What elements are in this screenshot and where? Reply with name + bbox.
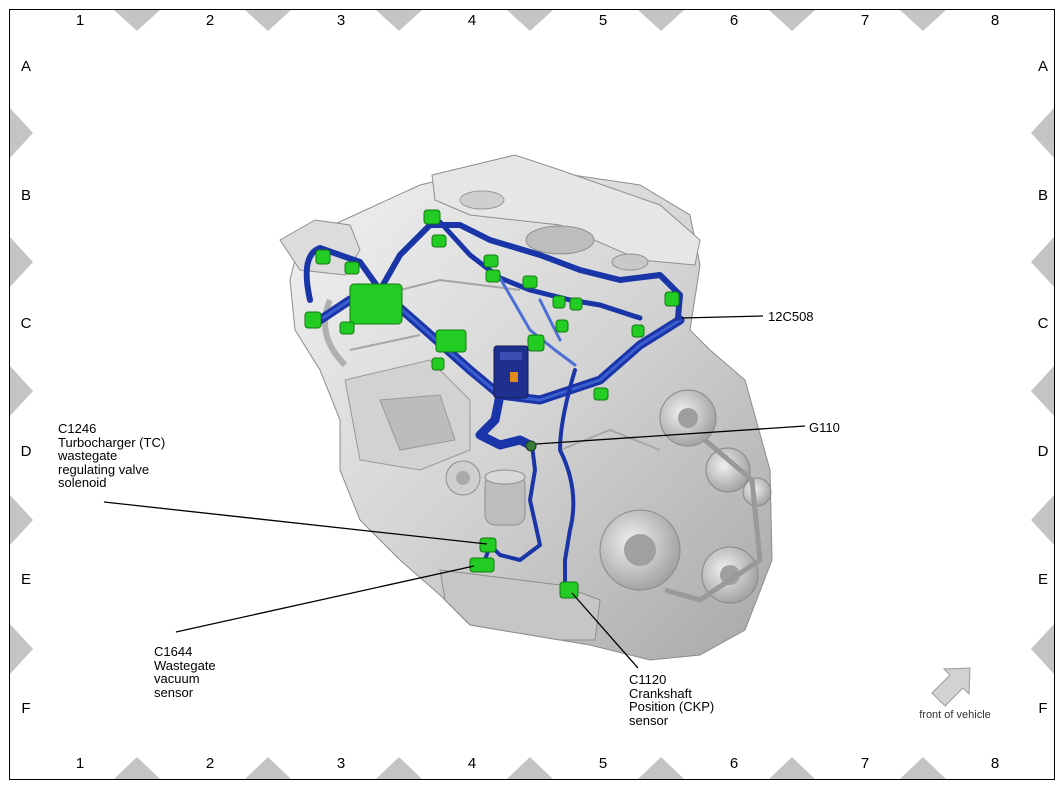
- wiring-harness: [303, 219, 685, 587]
- grid-col-3: 3: [336, 12, 346, 29]
- callout-line: Wastegate: [154, 657, 216, 673]
- callout-line: Crankshaft: [629, 685, 692, 701]
- border-markers: [10, 10, 1054, 779]
- grid-col-7-bottom: 7: [860, 755, 870, 772]
- c1644-connector: [469, 557, 495, 573]
- grid-col-2: 2: [205, 12, 215, 29]
- grid-col-5-bottom: 5: [598, 755, 608, 772]
- callout-line: Turbocharger (TC): [58, 434, 166, 450]
- callout-line: Position (CKP): [629, 699, 715, 714]
- callout-code: C1120: [629, 672, 667, 687]
- grid-row-e-right: E: [1037, 571, 1048, 588]
- callout-code: C1644: [154, 644, 193, 659]
- callout-12c508: 12C508: [768, 310, 814, 324]
- grid-row-b: B: [20, 187, 31, 204]
- arrow-up-right-icon: [931, 667, 971, 707]
- callout-line: sensor: [154, 684, 194, 700]
- grid-col-7: 7: [860, 12, 870, 29]
- grid-col-1: 1: [75, 12, 85, 29]
- grid-col-5: 5: [598, 12, 608, 29]
- c1246-connector: [479, 537, 497, 553]
- grid-col-6-bottom: 6: [729, 755, 739, 772]
- grid-row-e: E: [20, 571, 31, 588]
- ecm-connector-main: [349, 283, 403, 325]
- grid-col-3-bottom: 3: [336, 755, 346, 772]
- grid-row-a: A: [20, 58, 31, 75]
- grid-row-c: C: [20, 315, 32, 332]
- grid-col-4-bottom: 4: [467, 755, 477, 772]
- grid-row-f-right: F: [1038, 700, 1048, 717]
- callout-c1644: C1644 Wastegate vacuum sensor: [154, 645, 216, 699]
- callout-c1246: C1246 Turbocharger (TC) wastegate regula…: [58, 422, 165, 490]
- grid-row-f: F: [21, 700, 31, 717]
- grid-col-4: 4: [467, 12, 477, 29]
- grid-col-8: 8: [990, 12, 1000, 29]
- front-of-vehicle-label: front of vehicle: [919, 709, 991, 721]
- grid-col-6: 6: [729, 12, 739, 29]
- grid-row-b-right: B: [1037, 187, 1048, 204]
- grid-row-d-right: D: [1037, 443, 1049, 460]
- callout-line: vacuum: [154, 671, 200, 686]
- callout-c1120: C1120 Crankshaft Position (CKP) sensor: [629, 673, 714, 727]
- grid-col-2-bottom: 2: [205, 755, 215, 772]
- harness-connectors: [304, 209, 680, 599]
- callout-code: G110: [809, 420, 840, 435]
- g110-ground: [525, 440, 537, 452]
- engine-illustration: [279, 154, 773, 661]
- relay-box: [493, 345, 529, 399]
- callout-g110: G110: [809, 421, 840, 435]
- callout-line: wastegate: [58, 448, 118, 463]
- grid-col-1-bottom: 1: [75, 755, 85, 772]
- grid-row-d: D: [20, 443, 32, 460]
- grid-row-a-right: A: [1037, 58, 1048, 75]
- leader-lines: [103, 315, 806, 669]
- grid-col-8-bottom: 8: [990, 755, 1000, 772]
- callout-line: regulating valve: [58, 461, 150, 477]
- grid-row-c-right: C: [1037, 315, 1049, 332]
- callout-code: C1246: [58, 421, 97, 436]
- c1120-connector: [559, 581, 579, 599]
- callout-code: 12C508: [768, 309, 814, 324]
- callout-line: sensor: [629, 712, 669, 728]
- callout-line: solenoid: [58, 475, 107, 490]
